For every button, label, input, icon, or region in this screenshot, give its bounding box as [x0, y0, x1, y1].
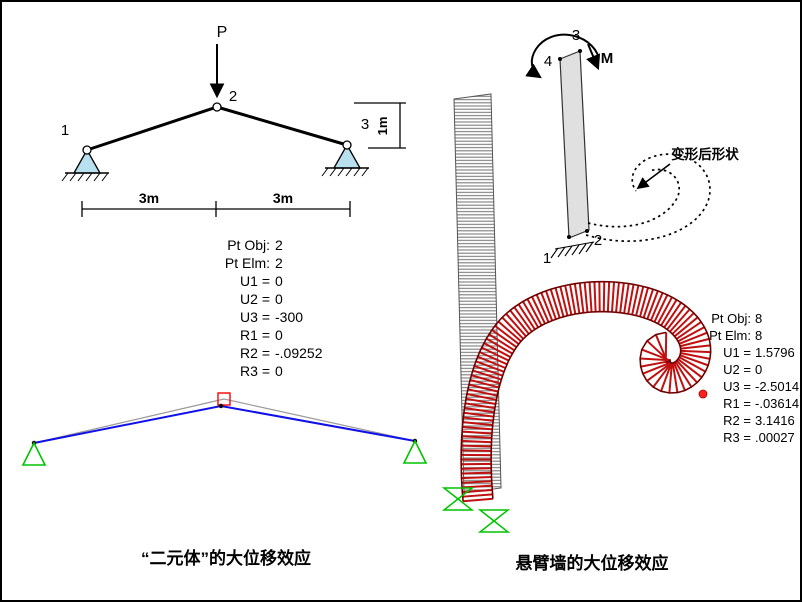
node-label-2: 2: [594, 232, 602, 249]
undeformed-line-right: [223, 398, 416, 442]
left-results-block: Pt Obj: 2 Pt Elm: 2 U1 = 0 U2 = 0 U3 = -…: [225, 237, 323, 379]
node-label-1: 1: [61, 122, 69, 139]
result-value: .00027: [755, 430, 795, 445]
pin-support-3: [321, 143, 369, 177]
caption-left: “二元体”的大位移效应: [141, 548, 311, 568]
truss-deformed-diagram: [21, 392, 428, 466]
result-label: R2 =: [240, 345, 270, 361]
result-label: Pt Obj:: [227, 237, 270, 253]
support-bowtie-2: [477, 509, 511, 533]
joint-3: [342, 140, 352, 150]
selected-joint-marker: [217, 392, 231, 406]
undeformed-line-left: [33, 398, 225, 444]
moment-vector-arrow: [586, 43, 601, 71]
wall-supports-2: [477, 509, 511, 533]
dim-label-1m: 1m: [375, 117, 390, 136]
moment-arc-arrow: [525, 33, 600, 79]
annotation-arrow: [636, 163, 671, 190]
result-label: Pt Elm:: [709, 328, 751, 343]
column-diagram: 3 4 1 2 M: [525, 27, 614, 267]
column-panel: [559, 50, 590, 239]
result-value: 0: [275, 291, 283, 307]
pin-support-1: [61, 148, 109, 182]
result-label: R3 =: [240, 363, 270, 379]
right-results-block: Pt Obj: 8 Pt Elm: 8 U1 = 1.5796 U2 = 0 U…: [709, 311, 799, 445]
fixed-base-hatch: [550, 241, 595, 259]
node-label-2: 2: [229, 88, 237, 105]
joint-2: [212, 102, 222, 112]
result-value: 2: [275, 255, 283, 271]
truss-members: [86, 105, 348, 152]
dotted-inner-curve: [587, 168, 681, 228]
deformed-members-blue: [33, 404, 416, 444]
result-value: 1.5796: [755, 345, 795, 360]
joint-dot-3: [578, 49, 582, 53]
support-triangle-left: [21, 441, 47, 466]
result-label: U3 =: [723, 379, 751, 394]
result-value: 0: [275, 273, 283, 289]
support-triangle-right: [402, 439, 428, 464]
dim-label-3m-left: 3m: [139, 190, 159, 206]
result-label: R3 =: [723, 430, 751, 445]
result-label: R1 =: [240, 327, 270, 343]
result-value: -2.5014: [755, 379, 799, 394]
dotted-outer-curve: [585, 153, 711, 242]
joint-dot: [218, 403, 224, 409]
result-value: -300: [275, 309, 303, 325]
result-value: 8: [755, 328, 762, 343]
result-value: 0: [755, 362, 762, 377]
result-label: R1 =: [723, 396, 751, 411]
result-label: U1 =: [240, 273, 270, 289]
node-label-1: 1: [543, 250, 551, 267]
result-value: 0: [275, 327, 283, 343]
ground-hatch: [321, 167, 369, 177]
ground-hatch: [61, 172, 109, 182]
result-label: U3 =: [240, 309, 270, 325]
result-label: U2 =: [240, 291, 270, 307]
node-label-4: 4: [544, 53, 552, 70]
dim-label-3m-right: 3m: [273, 190, 293, 206]
result-label: Pt Obj:: [711, 311, 751, 326]
deformed-wall-ribbon: [460, 280, 712, 503]
caption-right: 悬臂墙的大位移效应: [516, 553, 669, 573]
joint-dot-2: [585, 229, 589, 233]
deformed-shape-dotted: 变形后形状: [585, 146, 739, 242]
result-value: 2: [275, 237, 283, 253]
truss-undeformed-diagram: P 1 2 3: [61, 24, 406, 217]
joint-1: [82, 145, 92, 155]
support-bowtie-1: [441, 487, 475, 511]
result-value: -.03614: [755, 396, 799, 411]
result-label: U2 =: [723, 362, 751, 377]
load-label: P: [217, 24, 228, 41]
dimension-span: [81, 201, 351, 217]
deformed-shape-label: 变形后形状: [671, 146, 739, 162]
result-label: U1 =: [723, 345, 751, 360]
result-value: 0: [275, 363, 283, 379]
wall-supports: [441, 487, 475, 511]
result-value: 3.1416: [755, 413, 795, 428]
node-label-3: 3: [361, 116, 369, 133]
result-label: R2 =: [723, 413, 751, 428]
dimension-height: [354, 102, 406, 149]
moment-label: M: [601, 50, 614, 67]
result-value: -.09252: [275, 345, 323, 361]
tracked-joint-dot: [698, 389, 708, 399]
result-label: Pt Elm:: [225, 255, 270, 271]
ribbon-stripes: [460, 280, 712, 503]
joint-dot-1: [567, 235, 571, 239]
result-value: 8: [755, 311, 762, 326]
joint-dot-4: [558, 57, 562, 61]
